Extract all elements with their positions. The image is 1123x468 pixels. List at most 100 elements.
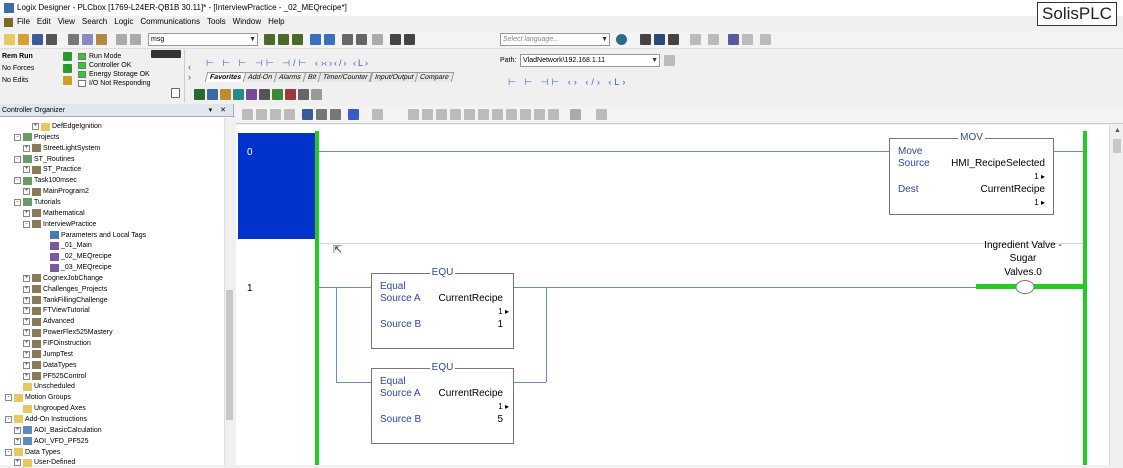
replace-icon[interactable] (292, 34, 303, 45)
redo-icon[interactable] (130, 34, 141, 45)
save-icon[interactable] (32, 34, 43, 45)
equ-instruction-2[interactable]: EQU Equal Source A CurrentRecipe 1 ▸ Sou… (371, 362, 514, 444)
expand-icon[interactable]: + (23, 296, 30, 304)
expand-icon[interactable]: + (23, 274, 30, 282)
ladder-tool-14[interactable] (464, 109, 475, 120)
mov-dest-tag[interactable]: CurrentRecipe (980, 184, 1045, 195)
organizer-scroll-thumb[interactable] (226, 290, 233, 420)
new-icon[interactable] (4, 34, 15, 45)
tree-item[interactable]: -Add-On Instructions (5, 414, 87, 425)
expand-icon[interactable]: + (23, 166, 30, 174)
ladder-scrollbar[interactable]: ▲ (1109, 125, 1123, 465)
verify-controller-icon[interactable] (324, 34, 335, 45)
ladder-tool-21[interactable] (570, 109, 581, 120)
upload-icon[interactable] (668, 34, 679, 45)
tree-item[interactable]: _01_Main (41, 240, 92, 251)
ladder-scroll-thumb[interactable] (1113, 139, 1121, 153)
expand-icon[interactable]: + (23, 340, 30, 347)
settings-icon[interactable] (298, 89, 309, 100)
tree-item[interactable]: -Motion Groups (5, 392, 71, 403)
ladder-tool-19[interactable] (534, 109, 545, 120)
tree-item[interactable]: +ST_Practice (23, 164, 81, 175)
ladder-tool-17[interactable] (506, 109, 517, 120)
open-icon[interactable] (18, 34, 29, 45)
tree-item[interactable]: +FIFOinstruction (23, 338, 91, 349)
menu-communications[interactable]: Communications (140, 17, 200, 26)
menu-tools[interactable]: Tools (206, 17, 226, 26)
menu-view[interactable]: View (57, 17, 75, 26)
tab-input-output[interactable]: Input/Output (369, 72, 419, 82)
palette-coils[interactable]: ‹›‹/› ‹L› (324, 58, 370, 68)
tree-item[interactable]: Ungrouped Axes (14, 403, 86, 414)
tree-item[interactable]: +Advanced (23, 316, 74, 327)
tab-add-on[interactable]: Add-On (242, 72, 278, 82)
untest-icon[interactable] (742, 34, 753, 45)
diagnostics-icon[interactable] (285, 89, 296, 100)
ladder-tool-18[interactable] (520, 109, 531, 120)
ladder-tool-9[interactable] (372, 109, 383, 120)
coil-tag[interactable]: Valves.0 (1004, 267, 1042, 278)
print-icon[interactable] (46, 34, 57, 45)
ladder-tool-2[interactable] (256, 109, 267, 120)
expand-icon[interactable]: + (23, 307, 30, 315)
collapse-icon[interactable]: - (5, 448, 12, 456)
browse-icon[interactable] (356, 34, 367, 45)
expand-icon[interactable]: + (23, 372, 30, 380)
ladder-tool-4[interactable] (284, 109, 295, 120)
tree-item[interactable]: +FTViewTutorial (23, 305, 90, 316)
zoom-out-icon[interactable] (404, 34, 415, 45)
expand-icon[interactable]: + (23, 285, 30, 293)
tree-item[interactable]: +StreetLightSystem (23, 143, 100, 154)
ladder-tool-10[interactable] (408, 109, 419, 120)
language-combo[interactable]: Select language... ▼ (500, 33, 610, 46)
ladder-tool-15[interactable] (478, 109, 489, 120)
expand-icon[interactable]: + (23, 144, 30, 152)
ladder-tool-5[interactable] (302, 109, 313, 120)
tree-item[interactable]: +AOI_BasicCalculation (14, 425, 102, 436)
expand-icon[interactable]: + (23, 318, 30, 326)
tree-item[interactable]: +JumpTest (23, 349, 73, 360)
tree-item[interactable]: +PowerFlex525Mastery (23, 327, 113, 338)
assemble-icon[interactable] (760, 34, 771, 45)
tree-item[interactable]: -Task100msec (14, 175, 77, 186)
ladder-tool-16[interactable] (492, 109, 503, 120)
tab-alarms[interactable]: Alarms (273, 72, 307, 82)
edit-icon[interactable] (690, 34, 701, 45)
ladder-tool-20[interactable] (548, 109, 559, 120)
tab-compare[interactable]: Compare (414, 72, 455, 82)
program-icon[interactable] (207, 89, 218, 100)
equ-2-source-b-value[interactable]: 5 (497, 414, 503, 425)
tree-item[interactable]: +PF525Control (23, 371, 86, 382)
tree-item[interactable]: _02_MEQrecipe (41, 251, 112, 262)
find-next-icon[interactable] (278, 34, 289, 45)
tree-item[interactable]: -Projects (14, 132, 59, 143)
palette-instructions[interactable]: ⊢ ⊢ ⊢ ⊣⊢ ⊣/⊢ ‹› (206, 58, 327, 68)
ladder-tool-7[interactable] (330, 109, 341, 120)
scroll-left-icon[interactable]: ‹ (188, 62, 191, 72)
tree-item[interactable]: +AOI_VFD_PF525 (14, 436, 88, 447)
equ-instruction-1[interactable]: EQU Equal Source A CurrentRecipe 1 ▸ Sou… (371, 267, 514, 349)
collapse-icon[interactable]: - (5, 394, 12, 402)
equ-2-source-a-tag[interactable]: CurrentRecipe (438, 388, 503, 399)
equ-1-source-b-value[interactable]: 1 (497, 319, 503, 330)
routine-icon[interactable] (220, 89, 231, 100)
scroll-up-icon[interactable]: ▲ (1114, 127, 1121, 134)
online-icon[interactable] (640, 34, 651, 45)
menu-window[interactable]: Window (232, 17, 262, 26)
tab-favorites[interactable]: Favorites (204, 72, 247, 82)
tree-item[interactable]: +MainProgram2 (23, 186, 89, 197)
trend-icon[interactable] (246, 89, 257, 100)
rung-0-selection[interactable] (238, 133, 315, 239)
ladder-tool-6[interactable] (316, 109, 327, 120)
tree-item[interactable]: +DataTypes (23, 360, 76, 371)
tree-item[interactable]: Parameters and Local Tags (41, 230, 146, 241)
logic-icon[interactable] (272, 89, 283, 100)
expand-icon[interactable]: + (23, 350, 30, 358)
tree-item[interactable]: +TankFillingChallenge (23, 295, 108, 306)
copy-icon[interactable] (82, 34, 93, 45)
cut-icon[interactable] (68, 34, 79, 45)
ladder-tool-1[interactable] (242, 109, 253, 120)
collapse-icon[interactable]: - (5, 415, 12, 423)
tree-item[interactable]: _03_MEQrecipe (41, 262, 112, 273)
tree-item[interactable]: Unscheduled (14, 381, 75, 392)
